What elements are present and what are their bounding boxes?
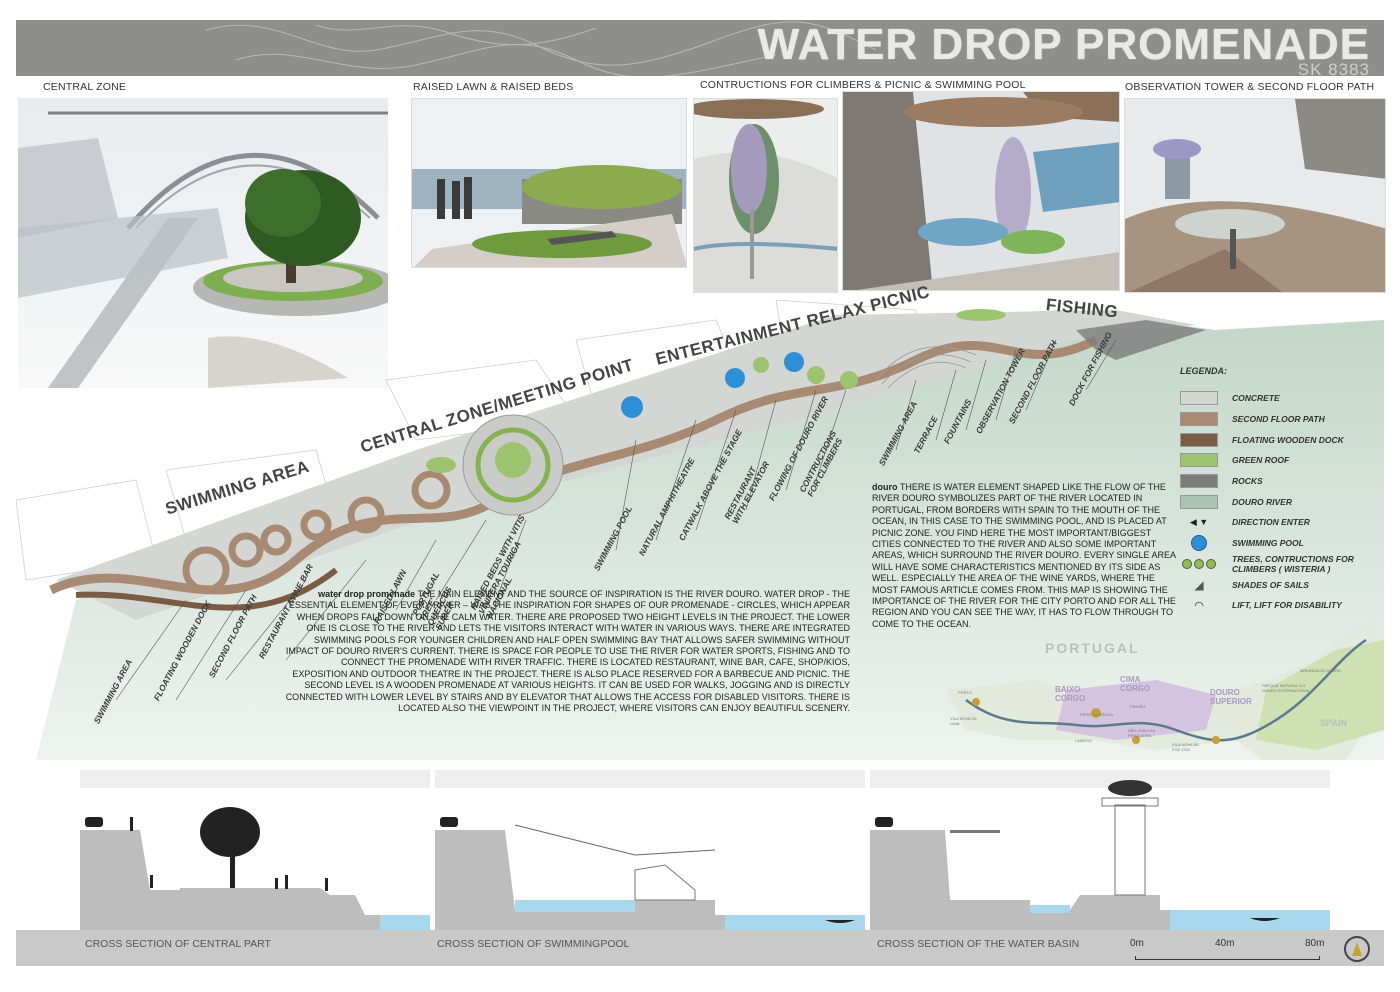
header-banner <box>16 20 1384 78</box>
legend-label: FLOATING WOODEN DOCK <box>1232 434 1344 445</box>
map-region-label: CIMA CORGO <box>1120 675 1151 693</box>
section-caption-central: CROSS SECTION OF CENTRAL PART <box>85 938 271 950</box>
page-title: WATER DROP PROMENADE <box>757 20 1370 69</box>
climbers-render <box>694 99 837 292</box>
scale-tick-label: 80m <box>1305 938 1325 949</box>
map-region-label: BAIXO CORGO <box>1055 685 1086 703</box>
swimming-pool-render <box>843 92 1119 290</box>
description-douro: douro THERE IS WATER ELEMENT SHAPED LIKE… <box>872 482 1182 630</box>
section-caption-pool: CROSS SECTION OF SWIMMINGPOOL <box>437 938 630 950</box>
legend-item: ◀ ▼ DIRECTION ENTER <box>1180 512 1370 533</box>
scale-tick-label: 0m <box>1130 938 1144 949</box>
map-portugal-label: PORTUGAL <box>1045 640 1140 656</box>
caption-raised-lawn: RAISED LAWN & RAISED BEDS <box>413 81 574 93</box>
legend-item: TREES, CONTRUCTIONS FOR CLIMBERS ( WISTE… <box>1180 554 1370 575</box>
description-douro-lead: douro <box>872 482 898 492</box>
description-main-lead: water drop promenade <box>318 589 416 599</box>
map-place-label: VILA NOVA DE GAIA <box>950 716 978 726</box>
description-main: water drop promenade THE MAIN ELEMENT AN… <box>285 589 850 714</box>
central-zone-render <box>18 98 388 388</box>
legend-item: FLOATING WOODEN DOCK <box>1180 429 1370 450</box>
map-place-label: PESO DA RÉGUA <box>1080 712 1113 717</box>
map-place-label: LAMEGO <box>1075 738 1093 743</box>
legend-item: SECOND FLOOR PATH <box>1180 409 1370 430</box>
map-region-label: DOURO SUPERIOR <box>1210 688 1252 706</box>
section-pool-drawing <box>435 770 865 930</box>
pool-icon <box>1180 535 1218 552</box>
legend-item: SWIMMING POOL <box>1180 533 1370 554</box>
legend-title: LEGENDA: <box>1180 366 1227 376</box>
sail-icon: ◢ <box>1194 577 1204 592</box>
description-douro-text: THERE IS WATER ELEMENT SHAPED LIKE THE F… <box>872 482 1176 629</box>
trees-icon <box>1180 557 1218 571</box>
section-caption-basin: CROSS SECTION OF THE WATER BASIN <box>877 938 1080 950</box>
scale-line <box>1135 956 1320 960</box>
map-place-label: SÃO JOÃO DA PESQUEIRA <box>1128 728 1155 738</box>
legend-item: ROCKS <box>1180 471 1370 492</box>
project-code: SK 8383 <box>1297 60 1370 79</box>
legend-item: DOURO RIVER <box>1180 491 1370 512</box>
legend-swatch <box>1180 391 1218 406</box>
photo-swimming-pool <box>842 91 1120 291</box>
map-place-label: PORTO <box>958 690 973 695</box>
legend-label: TREES, CONTRUCTIONS FOR CLIMBERS ( WISTE… <box>1232 553 1354 574</box>
legend-swatch <box>1180 494 1218 509</box>
legend-label: ROCKS <box>1232 476 1263 487</box>
legend-label: CONCRETE <box>1232 393 1280 404</box>
legend-label: LIFT, LIFT FOR DISABILITY <box>1232 600 1342 611</box>
legend-swatch <box>1180 453 1218 468</box>
description-main-text: THE MAIN ELEMENT AND THE SOURCE OF INSPI… <box>285 589 850 714</box>
photo-observation-tower <box>1124 98 1386 293</box>
caption-central-zone: CENTRAL ZONE <box>43 81 127 93</box>
caption-climbers: CONTRUCTIONS FOR CLIMBERS & PICNIC & SWI… <box>700 79 1026 91</box>
map-place-label: PINHÃO <box>1130 704 1146 709</box>
raised-lawn-render <box>412 99 686 267</box>
legend-label: DIRECTION ENTER <box>1232 517 1310 528</box>
arrows-icon: ◀ ▼ <box>1189 516 1209 527</box>
section-central-drawing <box>80 770 430 930</box>
legend-swatch <box>1180 412 1218 427</box>
map-place-label: MIRANDA DO DOURO <box>1300 668 1342 673</box>
legend-label: SHADES OF SAILS <box>1232 579 1309 590</box>
section-pool <box>435 770 865 950</box>
north-arrow-icon <box>1344 936 1370 962</box>
legend-swatch <box>1180 432 1218 447</box>
bottom-bar <box>16 930 1384 966</box>
map-spain-label: SPAIN <box>1320 718 1347 728</box>
photo-raised-lawn <box>411 98 687 268</box>
portugal-map <box>946 620 1384 770</box>
map-place-label: PARQUE NATURAL DO DOURO INTERNACIONAL <box>1262 683 1311 693</box>
section-basin <box>870 770 1330 950</box>
observation-tower-render <box>1125 99 1385 292</box>
legend-item: ◠ LIFT, LIFT FOR DISABILITY <box>1180 595 1370 616</box>
legend: LEGENDA: CONCRETE SECOND FLOOR PATH FLOATI… <box>1180 366 1370 616</box>
site-plan-drawing <box>15 299 1384 770</box>
legend-label: DOURO RIVER <box>1232 496 1292 507</box>
scale-tick-label: 40m <box>1215 938 1235 949</box>
legend-item: GREEN ROOF <box>1180 450 1370 471</box>
caption-observation-tower: OBSERVATION TOWER & SECOND FLOOR PATH <box>1125 81 1375 93</box>
legend-swatch <box>1180 474 1218 489</box>
map-place-label: VILA NOVA DE FOZ CÔA <box>1172 742 1200 752</box>
photo-climbers <box>693 98 838 293</box>
legend-item: CONCRETE <box>1180 388 1370 409</box>
legend-label: GREEN ROOF <box>1232 455 1290 466</box>
lift-icon: ◠ <box>1194 599 1204 612</box>
legend-item: ◢ SHADES OF SAILS <box>1180 574 1370 595</box>
site-plan: SWIMMING AREA CENTRAL ZONE/MEETING POINT… <box>15 282 1384 770</box>
legend-label: SECOND FLOOR PATH <box>1232 414 1325 425</box>
legend-label: SWIMMING POOL <box>1232 538 1304 549</box>
photo-central-zone <box>18 98 388 388</box>
section-central <box>80 770 430 950</box>
section-basin-drawing <box>870 770 1330 930</box>
